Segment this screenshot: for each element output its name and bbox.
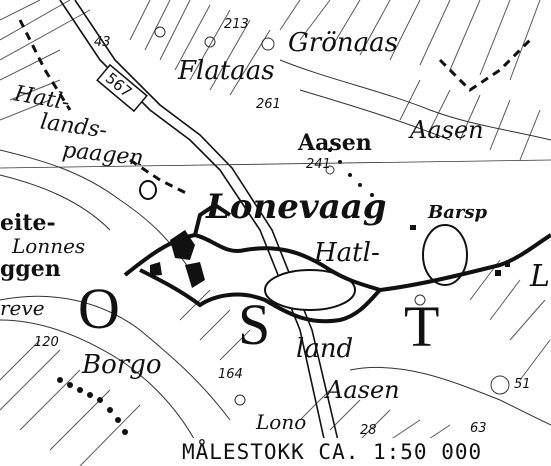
place-lono: Lono — [256, 410, 307, 434]
elevation-213: 213 — [224, 17, 249, 32]
place-gronaas: Grönaas — [288, 28, 398, 58]
place-land: land — [296, 334, 354, 364]
elevation-261: 261 — [256, 97, 281, 112]
settlement-blocks — [150, 225, 510, 288]
contour-lines — [0, 26, 551, 451]
place-eite: eite- — [0, 210, 56, 236]
region-letter-t: T — [404, 294, 440, 359]
dotted-paths — [57, 148, 374, 435]
place-aasen-ne: Aasen — [410, 116, 484, 144]
grid-line — [0, 159, 551, 169]
place-aasen-center: Aasen — [298, 130, 372, 156]
region-letter-o: O — [78, 276, 120, 341]
place-flataas: Flataas — [178, 56, 275, 86]
dashed-track — [18, 19, 532, 197]
elevation-51: 51 — [514, 377, 531, 392]
region-letter-s: S — [238, 292, 271, 357]
place-lonevaag: Lonevaag — [206, 187, 387, 227]
place-hatl-center: Hatl- — [314, 238, 380, 268]
place-ggen: ggen — [0, 256, 61, 282]
river — [123, 202, 551, 324]
elevation-120: 120 — [34, 335, 59, 350]
elevation-164: 164 — [218, 367, 243, 382]
elevation-43: 43 — [94, 35, 111, 50]
place-aasen-south: Aasen — [326, 376, 400, 404]
place-borgo: Borgo — [82, 350, 162, 380]
elevation-241: 241 — [306, 157, 331, 172]
place-barsp: Barsp — [428, 202, 488, 223]
map-scale-label: MÅLESTOKK CA. 1:50 000 — [176, 438, 551, 466]
place-lonnes: Lonnes — [12, 234, 86, 258]
place-reve: reve — [0, 296, 45, 320]
road-shield-567 — [96, 63, 148, 113]
elevation-63: 63 — [470, 421, 487, 436]
place-l-east: L — [530, 259, 550, 294]
lake-outlines — [139, 180, 468, 311]
elevation-28: 28 — [360, 423, 377, 438]
